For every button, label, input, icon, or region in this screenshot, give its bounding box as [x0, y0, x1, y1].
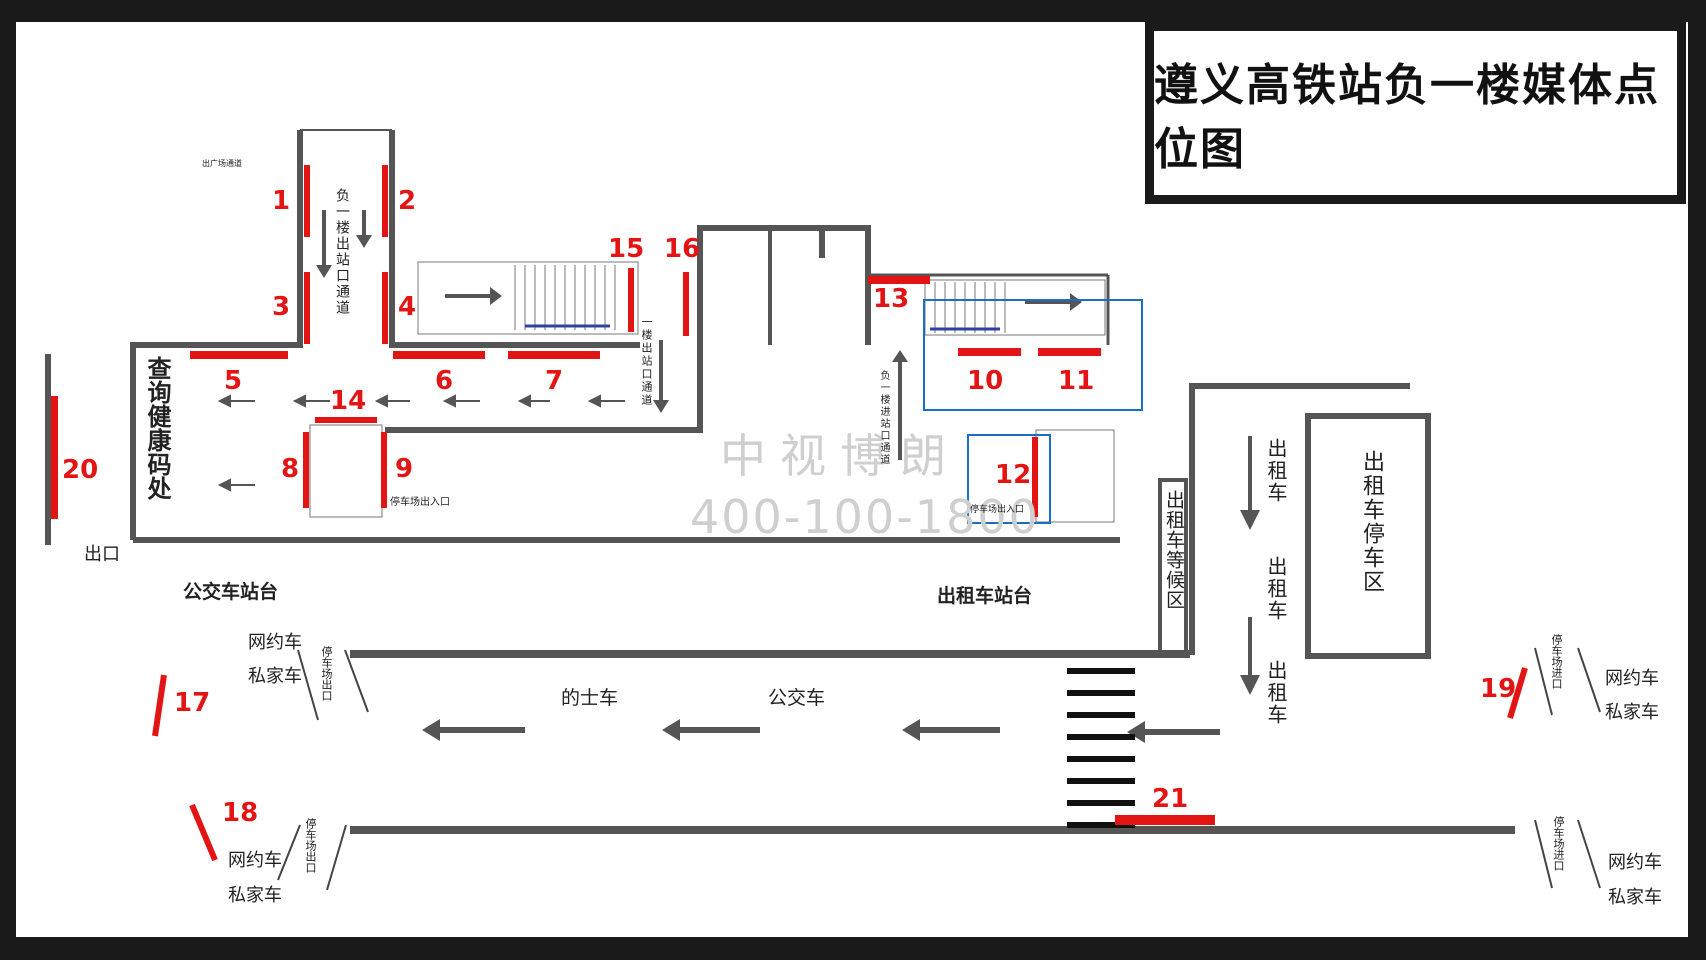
- point-label-21: 21: [1152, 784, 1189, 814]
- point-label-19: 19: [1480, 674, 1517, 704]
- road-arrows: [422, 719, 1220, 743]
- point-label-3: 3: [272, 292, 291, 322]
- media-slash-bars: [152, 667, 1528, 862]
- ride-hail-label-sw: 网约车: [228, 850, 282, 871]
- small-note-label: 出广场通道: [202, 159, 242, 168]
- crosswalk: [1067, 668, 1135, 828]
- taxi-lane-label-2: 出租车: [1264, 556, 1288, 622]
- point-label-9: 9: [395, 454, 414, 484]
- parking-entry-12-label: 停车场出入口: [970, 505, 1025, 515]
- taxi-wait-label: 出租车等候区: [1163, 490, 1185, 610]
- taxi-lane-label-3: 出租车: [1264, 660, 1288, 726]
- point-label-10: 10: [967, 366, 1004, 396]
- private-car-label-ne: 私家车: [1605, 702, 1659, 723]
- parking-entry-label-se: 停车场进口: [1552, 816, 1565, 871]
- point-label-8: 8: [281, 454, 300, 484]
- bus-platform-label: 公交车站台: [183, 581, 279, 603]
- watermark-phone: 400-100-1800: [690, 490, 1040, 544]
- media-bars: [51, 165, 1215, 825]
- point-label-15: 15: [608, 234, 645, 264]
- small-arrows: [217, 394, 625, 492]
- lane-bus-label: 公交车: [768, 687, 826, 709]
- point-label-11: 11: [1058, 366, 1095, 396]
- lane-taxi-label: 的士车: [561, 687, 619, 709]
- exit-channel-1f-label: 一楼出站口通道: [640, 316, 653, 407]
- taxi-parking-label: 出租车停车区: [1359, 450, 1384, 594]
- direction-arrows: [316, 210, 1260, 695]
- page-title: 遵义高铁站负一楼媒体点位图: [1154, 60, 1660, 175]
- point-label-17: 17: [174, 688, 211, 718]
- ride-hail-label-ne: 网约车: [1605, 668, 1659, 689]
- point-label-14: 14: [330, 386, 367, 416]
- point-label-13: 13: [873, 284, 910, 314]
- walls: [45, 129, 1515, 834]
- parking-gate-lines: [277, 647, 1601, 891]
- point-label-20: 20: [62, 455, 99, 485]
- exit-label: 出口: [84, 544, 120, 565]
- watermark-brand: 中视博朗: [720, 429, 960, 483]
- point-label-12: 12: [995, 460, 1032, 490]
- point-label-6: 6: [435, 366, 454, 396]
- point-label-2: 2: [398, 186, 417, 216]
- parking-entry-9-label: 停车场出入口: [390, 497, 450, 508]
- taxi-lane-label-1: 出租车: [1264, 438, 1288, 504]
- parking-exit-label-sw: 停车场出口: [304, 818, 317, 873]
- health-code-label: 查询健康码处: [143, 356, 171, 500]
- entry-channel-label: 负一楼进站口通道: [878, 370, 889, 466]
- private-car-label-sw: 私家车: [228, 885, 282, 906]
- parking-entry-label-ne: 停车场进口: [1550, 634, 1563, 689]
- ride-hail-label-nw: 网约车: [248, 632, 302, 653]
- point-label-4: 4: [398, 292, 417, 322]
- parking-exit-label-nw: 停车场出口: [320, 646, 333, 701]
- point-label-7: 7: [545, 366, 564, 396]
- point-label-16: 16: [664, 234, 701, 264]
- exit-channel-label: 负一楼出站口通道: [334, 188, 350, 316]
- private-car-label-se: 私家车: [1608, 887, 1662, 908]
- point-label-5: 5: [224, 366, 243, 396]
- point-label-1: 1: [272, 186, 291, 216]
- title-box: 遵义高铁站负一楼媒体点位图: [1145, 22, 1686, 204]
- point-label-18: 18: [222, 798, 259, 828]
- taxi-platform-label: 出租车站台: [937, 585, 1033, 607]
- ride-hail-label-se: 网约车: [1608, 852, 1662, 873]
- private-car-label-nw: 私家车: [248, 666, 302, 687]
